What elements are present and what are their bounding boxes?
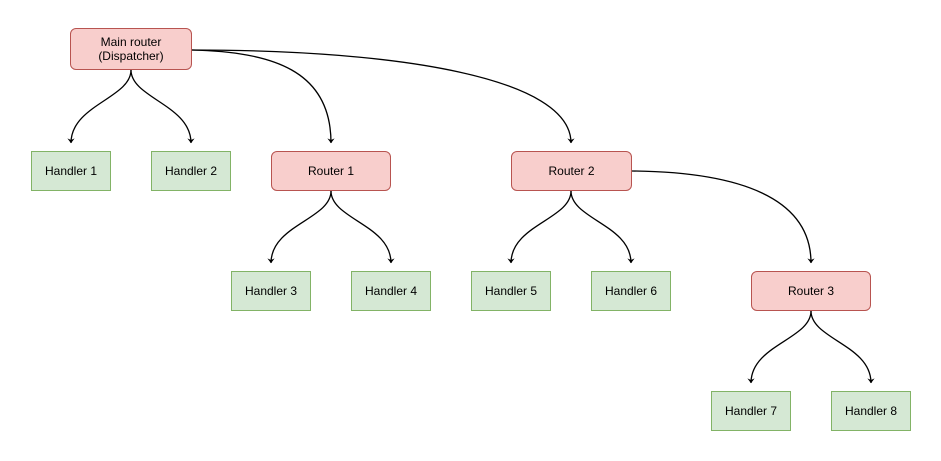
node-label-router-2: Router 2 — [548, 164, 595, 178]
node-label-handler-2: Handler 2 — [164, 164, 218, 178]
node-router-3[interactable]: Router 3 — [751, 271, 871, 311]
node-label-handler-1: Handler 1 — [44, 164, 98, 178]
edge-router-2-to-router-3 — [631, 170, 815, 264]
edge-paths — [67, 49, 875, 384]
node-label-handler-4: Handler 4 — [364, 284, 418, 298]
node-handler-7[interactable]: Handler 7 — [711, 391, 791, 431]
node-label-router-3: Router 3 — [787, 284, 835, 298]
edge-router-3-to-handler-8 — [810, 310, 875, 384]
edge-main-router-to-router-2 — [191, 49, 575, 144]
node-handler-6[interactable]: Handler 6 — [591, 271, 671, 311]
edge-router-2-to-handler-6 — [570, 190, 635, 264]
node-label-handler-8: Handler 8 — [844, 404, 898, 418]
edge-router-1-to-handler-3 — [267, 190, 332, 264]
node-label-handler-3: Handler 3 — [244, 284, 298, 298]
node-handler-5[interactable]: Handler 5 — [471, 271, 551, 311]
node-handler-8[interactable]: Handler 8 — [831, 391, 911, 431]
node-handler-4[interactable]: Handler 4 — [351, 271, 431, 311]
node-label-handler-6: Handler 6 — [604, 284, 658, 298]
edge-main-router-to-handler-2 — [130, 69, 195, 144]
node-handler-1[interactable]: Handler 1 — [31, 151, 111, 191]
node-handler-2[interactable]: Handler 2 — [151, 151, 231, 191]
node-handler-3[interactable]: Handler 3 — [231, 271, 311, 311]
node-label-handler-7: Handler 7 — [724, 404, 778, 418]
node-router-1[interactable]: Router 1 — [271, 151, 391, 191]
node-main-router[interactable]: Main router (Dispatcher) — [70, 28, 192, 70]
node-label-main-router: Main router (Dispatcher) — [98, 35, 164, 63]
edge-router-3-to-handler-7 — [747, 310, 812, 384]
node-label-router-1: Router 1 — [307, 164, 355, 178]
edge-main-router-to-router-1 — [191, 49, 335, 144]
node-label-handler-5: Handler 5 — [484, 284, 538, 298]
edge-router-1-to-handler-4 — [330, 190, 395, 264]
edge-main-router-to-handler-1 — [67, 69, 132, 144]
node-router-2[interactable]: Router 2 — [511, 151, 632, 191]
edge-router-2-to-handler-5 — [507, 190, 572, 264]
